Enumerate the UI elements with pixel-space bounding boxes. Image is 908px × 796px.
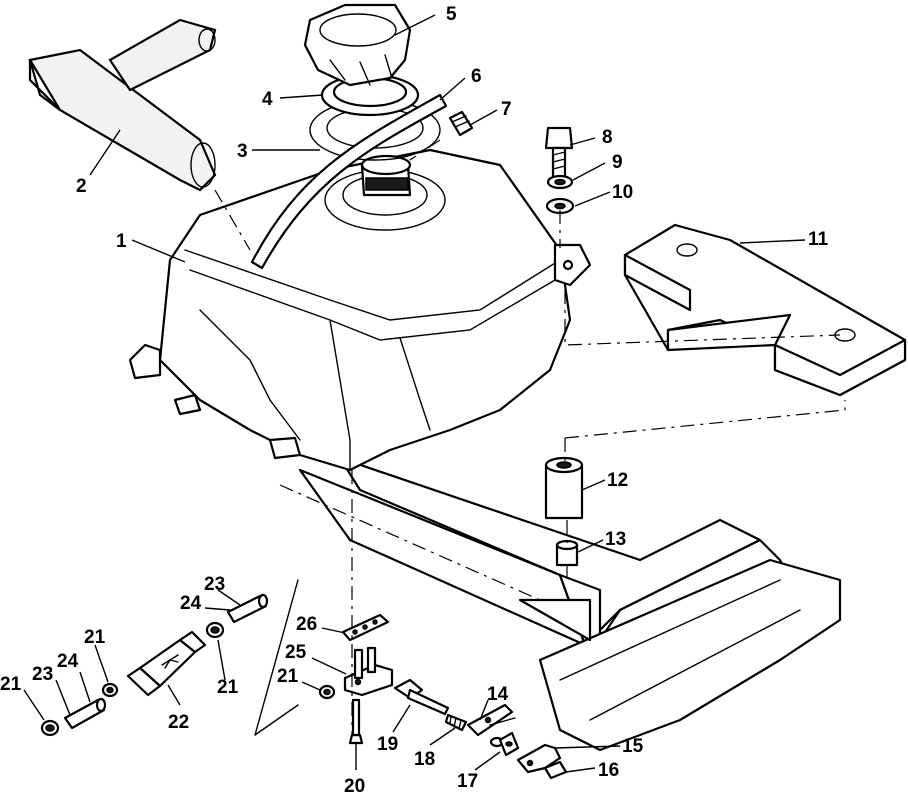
callout-22: 22 <box>168 712 189 733</box>
callout-3: 3 <box>237 141 248 162</box>
spacer-tube <box>544 456 584 520</box>
callout-23: 23 <box>32 664 53 685</box>
mounting-bracket-pad <box>623 223 907 397</box>
valve-screw <box>348 698 364 745</box>
callout-10: 10 <box>612 182 633 203</box>
callout-14: 14 <box>487 684 509 705</box>
fuel-tank <box>128 148 592 472</box>
callout-21: 21 <box>84 627 106 648</box>
callout-16: 16 <box>598 760 619 781</box>
valve-lever <box>516 743 562 774</box>
vent-hose <box>250 93 448 270</box>
frame-rail <box>298 456 842 752</box>
callout-25: 25 <box>285 642 307 663</box>
leader-lines <box>23 14 806 773</box>
callout-6: 6 <box>471 66 482 87</box>
lock-washer <box>546 174 574 190</box>
callout-labels: 1 2 3 4 5 6 7 8 9 10 11 12 13 14 15 16 1… <box>0 4 829 796</box>
hose-clamp <box>101 682 119 698</box>
fuel-line <box>226 593 269 624</box>
callout-19: 19 <box>377 734 398 755</box>
valve-bracket <box>341 613 390 642</box>
callout-8: 8 <box>602 127 613 148</box>
hose-clamp <box>205 621 225 639</box>
fuel-valve-body <box>343 646 394 697</box>
callout-7: 7 <box>501 99 512 120</box>
valve-spring <box>444 713 468 732</box>
callout-24: 24 <box>180 593 202 614</box>
callout-21: 21 <box>217 677 239 698</box>
mounting-bolt <box>544 126 574 180</box>
callout-11: 11 <box>808 229 829 250</box>
hose-clamp <box>40 719 60 737</box>
callout-26: 26 <box>296 614 317 635</box>
gas-cap <box>303 3 412 87</box>
callout-21: 21 <box>277 666 299 687</box>
callout-23: 23 <box>204 574 225 595</box>
callout-24: 24 <box>57 651 79 672</box>
callout-2: 2 <box>76 176 87 197</box>
callout-13: 13 <box>605 529 626 550</box>
callout-17: 17 <box>457 771 478 792</box>
callout-5: 5 <box>446 4 457 25</box>
callout-4: 4 <box>262 89 273 110</box>
hose-clamp <box>318 684 336 700</box>
callout-18: 18 <box>414 749 435 770</box>
callout-20: 20 <box>344 776 365 796</box>
callout-15: 15 <box>622 736 644 757</box>
vent-fitting <box>448 110 474 137</box>
assembly-center-lines <box>214 139 846 736</box>
callout-1: 1 <box>116 231 127 252</box>
fuel-line <box>63 697 107 730</box>
cap-ring <box>320 73 420 117</box>
valve-plate <box>466 703 514 737</box>
valve-nut <box>498 731 520 757</box>
callout-9: 9 <box>612 152 623 173</box>
seat-foam-pad <box>28 18 217 192</box>
callout-12: 12 <box>607 470 628 491</box>
callout-21: 21 <box>0 674 22 695</box>
bushing <box>555 539 579 567</box>
fuel-filter <box>126 630 207 697</box>
valve-stem <box>393 678 450 716</box>
